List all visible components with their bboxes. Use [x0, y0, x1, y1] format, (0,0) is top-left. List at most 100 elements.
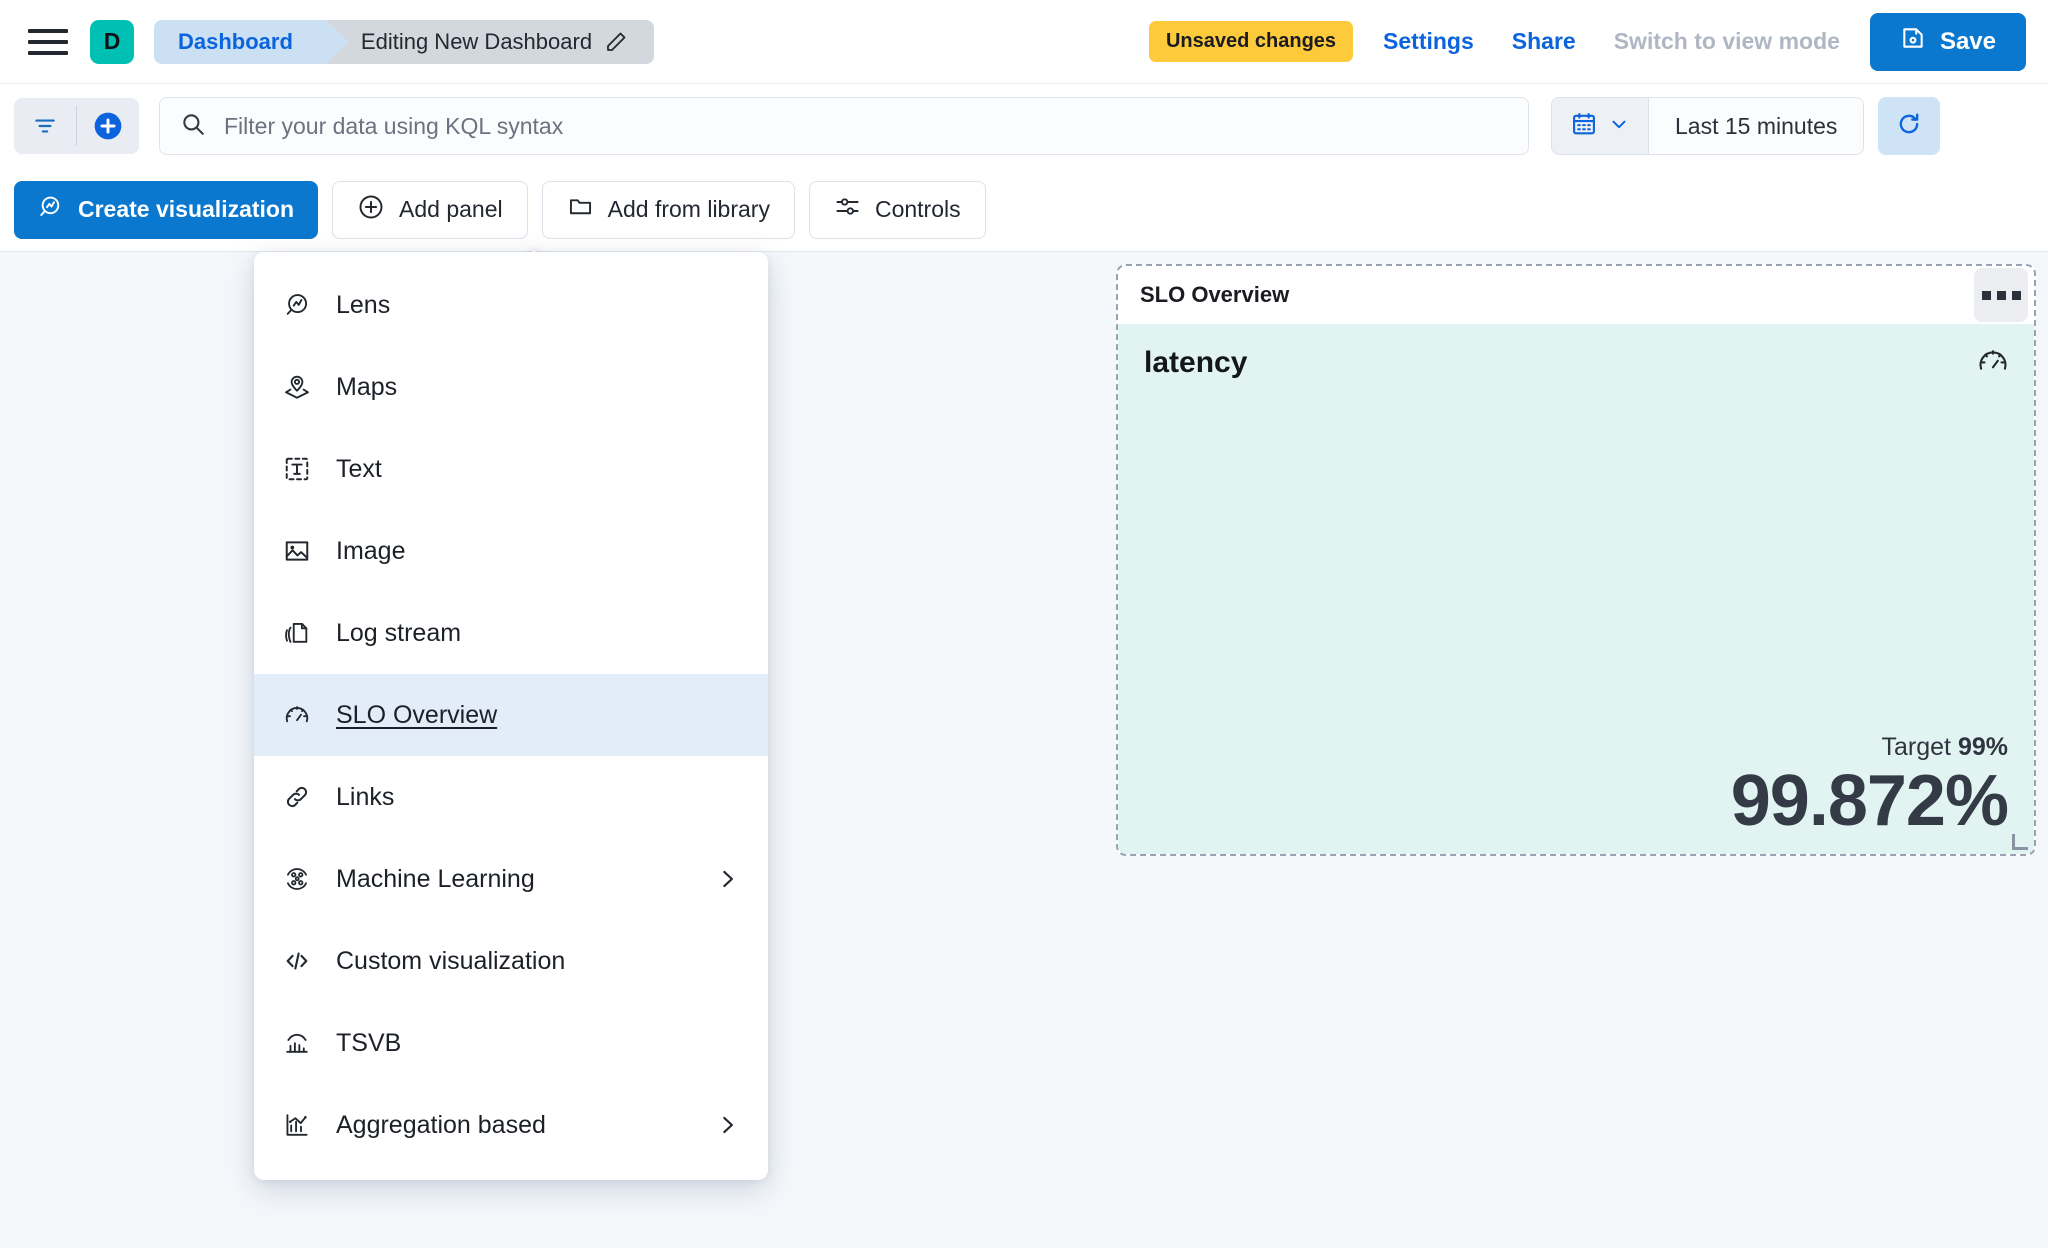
refresh-icon [1895, 110, 1923, 143]
app-header: D Dashboard Editing New Dashboard Unsave… [0, 0, 2048, 84]
header-actions: Unsaved changes Settings Share Switch to… [1148, 12, 2026, 71]
lens-icon [282, 290, 312, 320]
panel-resize-handle[interactable] [2012, 834, 2028, 850]
search-input[interactable] [224, 112, 1508, 140]
add-from-library-button[interactable]: Add from library [541, 180, 795, 239]
date-picker: Last 15 minutes [1551, 97, 1865, 155]
log-stream-icon [282, 618, 312, 648]
search-icon [180, 111, 206, 142]
gauge-icon [1976, 344, 2010, 383]
hamburger-bar [28, 50, 68, 55]
context-menu-icon[interactable] [1974, 268, 2028, 322]
hamburger-icon[interactable] [28, 25, 68, 59]
unsaved-changes-badge[interactable]: Unsaved changes [1148, 21, 1354, 62]
controls-label: Controls [874, 196, 961, 222]
menu-item-maps[interactable]: Maps [254, 346, 768, 428]
dot [1981, 290, 1991, 300]
switch-to-view-mode-link[interactable]: Switch to view mode [1613, 28, 1840, 54]
menu-item-label: Maps [336, 372, 398, 401]
menu-item-custom-visualization[interactable]: Custom visualization [254, 920, 768, 1002]
menu-item-label: Custom visualization [336, 946, 566, 975]
menu-item-label: Image [336, 536, 406, 565]
controls-button[interactable]: Controls [808, 180, 986, 239]
query-bar: Last 15 minutes [0, 84, 2048, 168]
slo-target-value: 99% [1957, 733, 2008, 762]
dashboard-canvas: Lens Maps Text [0, 252, 2048, 1248]
image-icon [282, 536, 312, 566]
editing-toolbar: Create visualization Add panel Add from … [0, 168, 2048, 270]
slo-target-label: Target [1881, 733, 1951, 762]
chevron-down-icon [1608, 113, 1630, 140]
hamburger-bar [28, 39, 68, 44]
menu-item-label: Machine Learning [336, 864, 535, 893]
floppy-disk-icon [1900, 25, 1926, 58]
menu-item-log-stream[interactable]: Log stream [254, 592, 768, 674]
filter-controls [14, 98, 139, 154]
plus-circle-icon[interactable] [77, 98, 139, 154]
menu-item-label: TSVB [336, 1028, 402, 1057]
slo-name: latency [1144, 346, 1248, 379]
menu-item-image[interactable]: Image [254, 510, 768, 592]
slo-target: Target 99% [1731, 733, 2008, 762]
tsvb-icon [282, 1028, 312, 1058]
chevron-right-icon [714, 1112, 740, 1138]
share-link[interactable]: Share [1511, 28, 1576, 54]
code-icon [282, 946, 312, 976]
menu-item-links[interactable]: Links [254, 756, 768, 838]
gauge-icon [282, 700, 312, 730]
menu-item-label: Text [336, 454, 382, 483]
slo-overview-panel[interactable]: SLO Overview latency Target 99% [1116, 264, 2036, 856]
menu-item-label: Lens [336, 290, 391, 319]
menu-item-slo-overview[interactable]: SLO Overview [254, 674, 768, 756]
menu-item-machine-learning[interactable]: Machine Learning [254, 838, 768, 920]
dot [2011, 290, 2021, 300]
refresh-button[interactable] [1878, 97, 1941, 155]
save-button[interactable]: Save [1869, 12, 2026, 71]
add-panel-button[interactable]: Add panel [332, 180, 528, 239]
settings-link[interactable]: Settings [1383, 28, 1474, 54]
slo-panel-body: latency Target 99% 99.872% [1118, 324, 2034, 854]
slo-stat: Target 99% 99.872% [1730, 733, 2009, 842]
add-from-library-label: Add from library [607, 196, 770, 222]
agg-chart-icon [282, 1110, 312, 1140]
text-box-icon [282, 454, 312, 484]
create-visualization-button[interactable]: Create visualization [14, 180, 319, 239]
breadcrumb-item-editing[interactable]: Editing New Dashboard [325, 19, 655, 64]
menu-item-aggregation-based[interactable]: Aggregation based [254, 1084, 768, 1166]
map-pin-icon [282, 372, 312, 402]
link-icon [282, 782, 312, 812]
sliders-icon [834, 193, 861, 226]
menu-item-lens[interactable]: Lens [254, 264, 768, 346]
breadcrumb-label: Editing New Dashboard [360, 28, 593, 54]
menu-item-label: Log stream [336, 618, 462, 647]
dot [1996, 290, 2006, 300]
plus-circle-icon [357, 193, 385, 227]
date-quick-select-button[interactable] [1552, 98, 1649, 154]
pencil-icon[interactable] [604, 30, 628, 54]
calendar-icon [1570, 110, 1598, 143]
create-visualization-label: Create visualization [78, 196, 295, 222]
chevron-right-icon [714, 866, 740, 892]
ml-icon [282, 864, 312, 894]
slo-current-value: 99.872% [1730, 761, 2009, 842]
space-avatar[interactable]: D [90, 19, 134, 64]
add-panel-label: Add panel [399, 196, 503, 222]
breadcrumb-item-dashboard[interactable]: Dashboard [154, 19, 348, 64]
filter-icon[interactable] [14, 98, 76, 154]
divider [76, 106, 77, 146]
add-panel-menu: Lens Maps Text [254, 252, 768, 1180]
menu-item-tsvb[interactable]: TSVB [254, 1002, 768, 1084]
search-input-wrapper[interactable] [159, 97, 1529, 155]
time-range-value[interactable]: Last 15 minutes [1649, 98, 1864, 154]
save-button-label: Save [1939, 27, 1996, 55]
menu-item-label: SLO Overview [336, 700, 498, 729]
menu-item-text[interactable]: Text [254, 428, 768, 510]
menu-item-label: Aggregation based [336, 1110, 546, 1139]
breadcrumb: Dashboard Editing New Dashboard [154, 19, 655, 64]
hamburger-bar [28, 28, 68, 33]
lens-icon [38, 194, 64, 226]
panel-title: SLO Overview [1140, 282, 1290, 307]
panel-header: SLO Overview [1118, 266, 2034, 324]
breadcrumb-label: Dashboard [178, 28, 293, 54]
folder-icon [567, 193, 594, 226]
